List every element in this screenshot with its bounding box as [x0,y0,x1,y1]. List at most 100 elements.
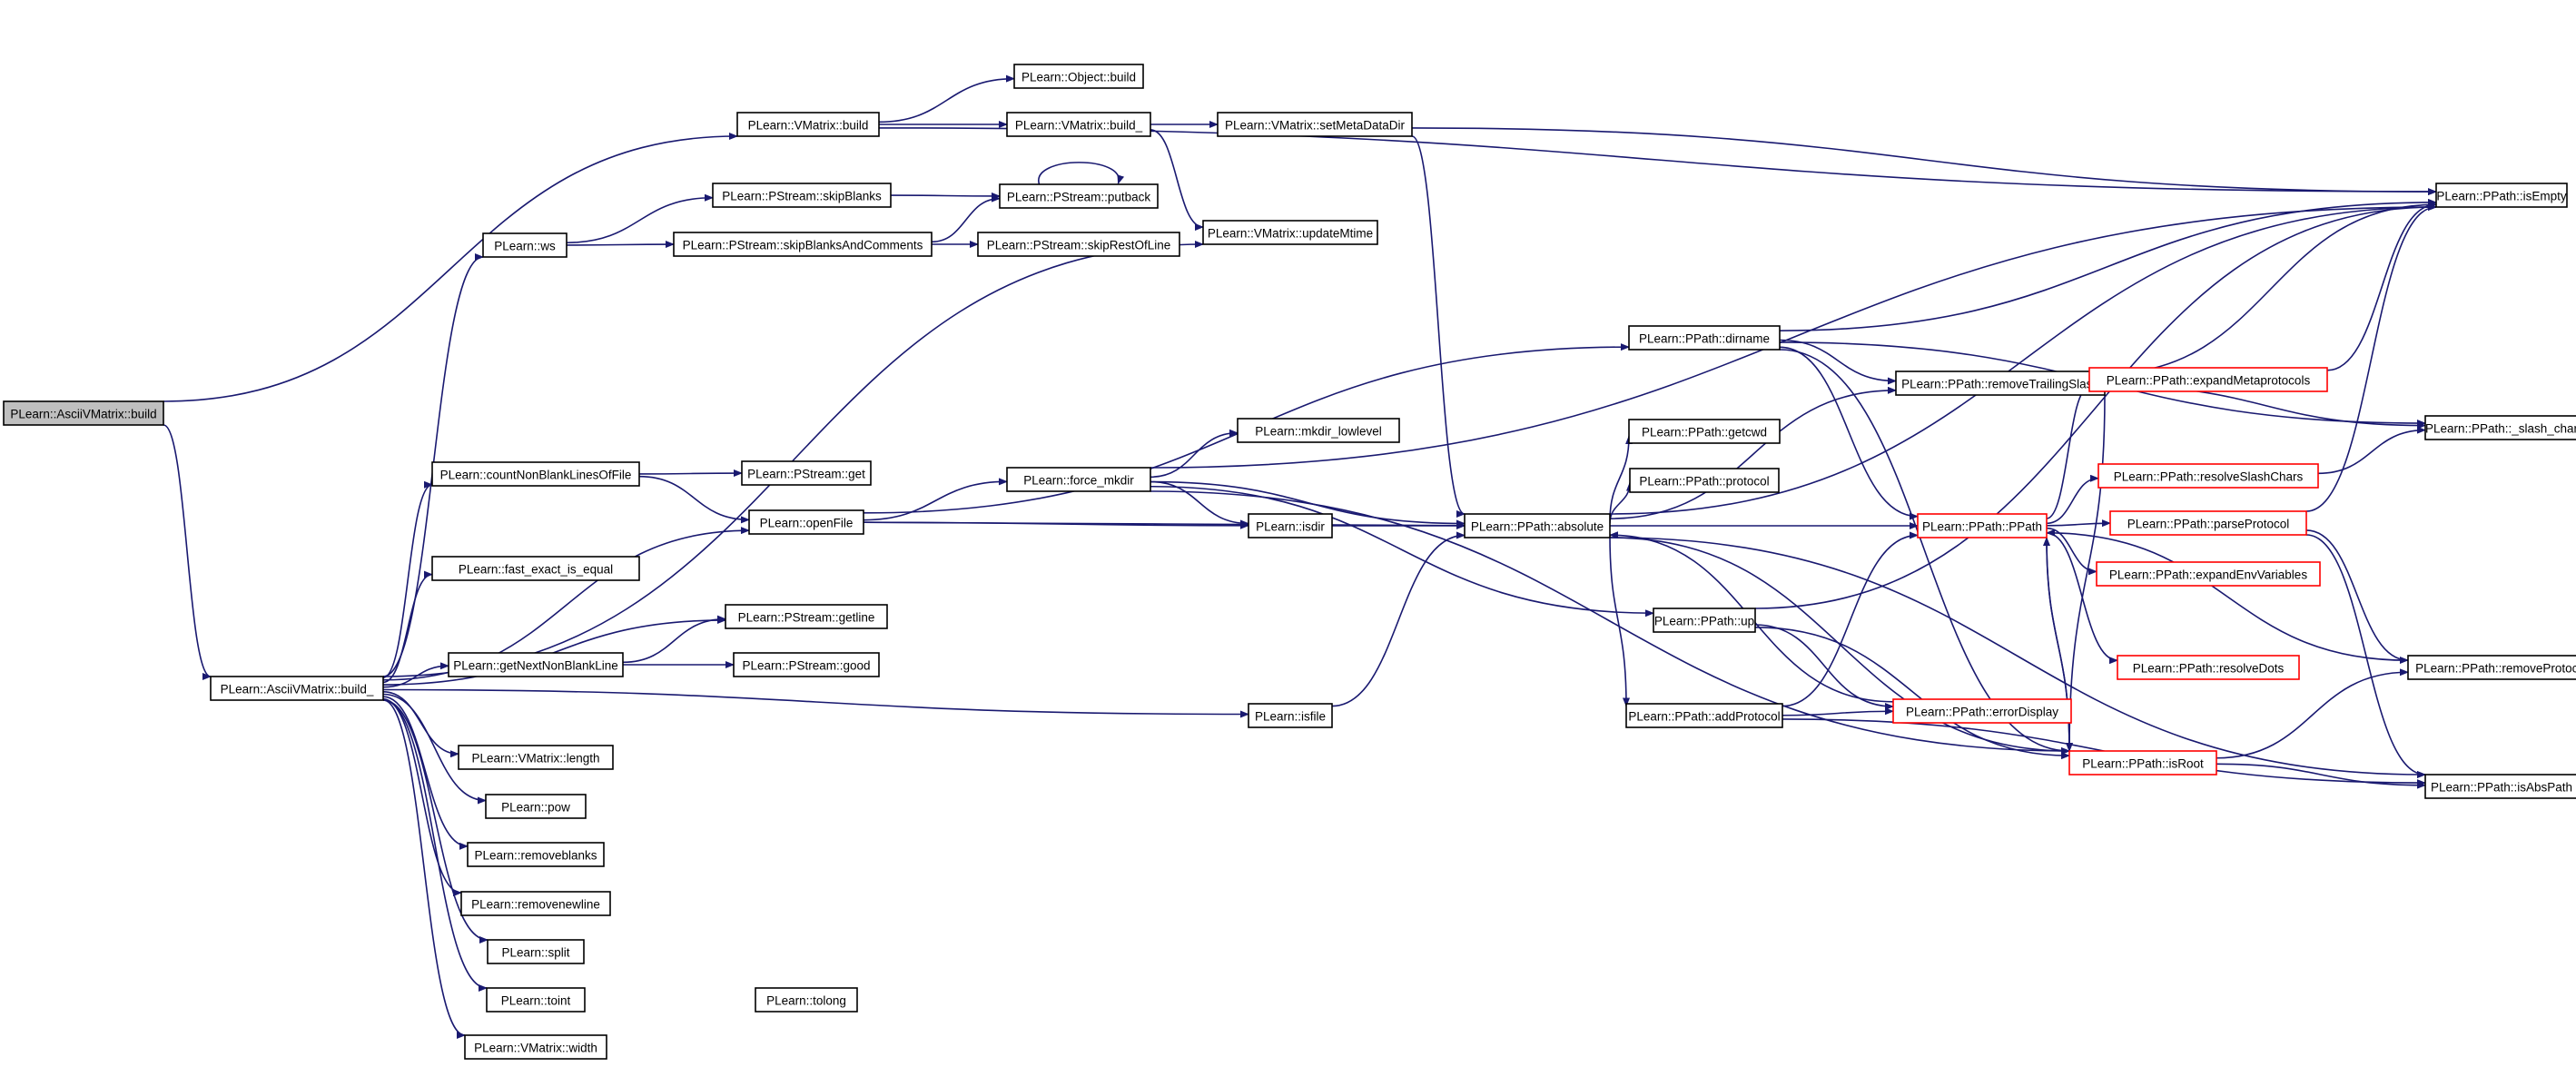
function-node-box[interactable] [458,745,614,770]
function-node-box[interactable] [210,676,384,701]
function-node-box[interactable] [2424,774,2576,799]
function-node-box[interactable] [1006,112,1151,137]
function-node[interactable]: PLearn::PStream::skipBlanksAndComments [673,232,933,257]
function-node[interactable]: PLearn::removenewline [460,891,611,916]
function-node[interactable]: PLearn::VMatrix::updateMtime [1202,220,1378,245]
function-node[interactable]: PLearn::PStream::get [741,460,872,486]
function-node[interactable]: PLearn::PStream::good [733,652,880,677]
function-node-box[interactable] [431,461,640,487]
function-node-label: PLearn::ws [494,240,556,253]
function-node-box[interactable] [1628,419,1781,444]
function-node[interactable]: PLearn::PPath::absolute [1464,513,1611,538]
function-node-box[interactable] [1892,698,2072,724]
function-node-box[interactable] [482,232,568,258]
function-node-box[interactable] [2088,367,2328,392]
function-node[interactable]: PLearn::fast_exact_is_equal [431,556,640,581]
function-node-box[interactable] [1248,513,1333,538]
function-node[interactable]: PLearn::VMatrix::length [458,745,614,770]
function-node[interactable]: PLearn::PPath::getcwd [1628,419,1781,444]
function-node[interactable]: PLearn::VMatrix::build [736,112,880,137]
function-node-box[interactable] [486,987,586,1013]
function-node[interactable]: PLearn::PPath::isAbsPath [2424,774,2576,799]
function-node[interactable]: PLearn::PPath::protocol [1629,468,1780,493]
function-node-box[interactable] [2424,415,2576,440]
function-node[interactable]: PLearn::pow [485,794,587,819]
function-node[interactable]: PLearn::tolong [755,987,858,1013]
function-node-box[interactable] [1628,325,1781,351]
function-node-box[interactable] [460,891,611,916]
function-node[interactable]: PLearn::mkdir_lowlevel [1237,418,1400,443]
function-node[interactable]: PLearn::countNonBlankLinesOfFile [431,461,640,487]
function-node-box[interactable] [673,232,933,257]
function-node[interactable]: PLearn::PPath::isEmpty [2435,183,2568,208]
function-node[interactable]: PLearn::ws [482,232,568,258]
function-node[interactable]: PLearn::PPath::_slash_char [2424,415,2576,440]
function-node[interactable]: PLearn::VMatrix::width [464,1034,607,1060]
function-node-box[interactable] [3,400,164,426]
function-node-box[interactable] [1629,468,1780,493]
function-node[interactable]: PLearn::AsciiVMatrix::build_ [210,676,384,701]
function-node-box[interactable] [736,112,880,137]
function-node-box[interactable] [1248,703,1333,728]
function-node[interactable]: PLearn::PPath::resolveSlashChars [2097,463,2319,489]
function-node-box[interactable] [2435,183,2568,208]
function-node[interactable]: PLearn::PStream::putback [999,183,1159,209]
function-node-box[interactable] [2068,750,2217,776]
function-node-box[interactable] [999,183,1159,209]
function-node[interactable]: PLearn::PPath::isRoot [2068,750,2217,776]
function-node[interactable]: PLearn::force_mkdir [1006,467,1151,492]
function-node[interactable]: PLearn::PStream::getline [725,604,888,629]
function-node-box[interactable] [1202,220,1378,245]
function-node-box[interactable] [467,842,605,867]
function-node[interactable]: PLearn::split [487,939,585,964]
function-node-box[interactable] [2109,510,2307,536]
function-node[interactable]: PLearn::Object::build [1013,64,1144,89]
function-node[interactable]: PLearn::removeblanks [467,842,605,867]
function-node-box[interactable] [485,794,587,819]
function-node[interactable]: PLearn::PPath::expandEnvVariables [2096,561,2321,587]
function-node-box[interactable] [755,987,858,1013]
function-node-box[interactable] [1013,64,1144,89]
function-node[interactable]: PLearn::openFile [748,509,864,535]
function-node[interactable]: PLearn::PPath::expandMetaprotocols [2088,367,2328,392]
function-node[interactable]: PLearn::PPath::removeTrailingSlash [1895,370,2106,396]
function-node-box[interactable] [733,652,880,677]
function-node[interactable]: PLearn::isfile [1248,703,1333,728]
function-node-box[interactable] [1917,513,2048,538]
function-node[interactable]: PLearn::PPath::errorDisplay [1892,698,2072,724]
function-node-box[interactable] [725,604,888,629]
function-node-box[interactable] [1464,513,1611,538]
function-node[interactable]: PLearn::PPath::PPath [1917,513,2048,538]
function-node-box[interactable] [431,556,640,581]
function-node[interactable]: PLearn::PStream::skipRestOfLine [977,232,1180,257]
function-node-box[interactable] [2096,561,2321,587]
function-node-box[interactable] [1653,608,1756,633]
function-node-box[interactable] [464,1034,607,1060]
function-node-box[interactable] [748,509,864,535]
function-node[interactable]: PLearn::PStream::skipBlanks [712,183,892,208]
function-node[interactable]: PLearn::isdir [1248,513,1333,538]
function-node[interactable]: PLearn::VMatrix::build_ [1006,112,1151,137]
function-node-box[interactable] [1217,112,1413,137]
function-node-box[interactable] [977,232,1180,257]
function-node[interactable]: PLearn::AsciiVMatrix::build [3,400,164,426]
function-node-box[interactable] [2117,655,2300,680]
function-node-box[interactable] [2407,655,2576,680]
function-node-box[interactable] [712,183,892,208]
function-node-box[interactable] [1237,418,1400,443]
function-node-box[interactable] [1006,467,1151,492]
function-node[interactable]: PLearn::toint [486,987,586,1013]
function-node[interactable]: PLearn::PPath::up [1653,608,1756,633]
function-node-box[interactable] [487,939,585,964]
function-node-box[interactable] [448,652,624,677]
function-node[interactable]: PLearn::PPath::resolveDots [2117,655,2300,680]
function-node-box[interactable] [741,460,872,486]
function-node[interactable]: PLearn::PPath::removeProtocol [2407,655,2576,680]
function-node[interactable]: PLearn::PPath::dirname [1628,325,1781,351]
function-node[interactable]: PLearn::getNextNonBlankLine [448,652,624,677]
function-node-box[interactable] [2097,463,2319,489]
function-node[interactable]: PLearn::VMatrix::setMetaDataDir [1217,112,1413,137]
function-node[interactable]: PLearn::PPath::parseProtocol [2109,510,2307,536]
function-node-box[interactable] [1625,703,1783,728]
function-node[interactable]: PLearn::PPath::addProtocol [1625,703,1783,728]
